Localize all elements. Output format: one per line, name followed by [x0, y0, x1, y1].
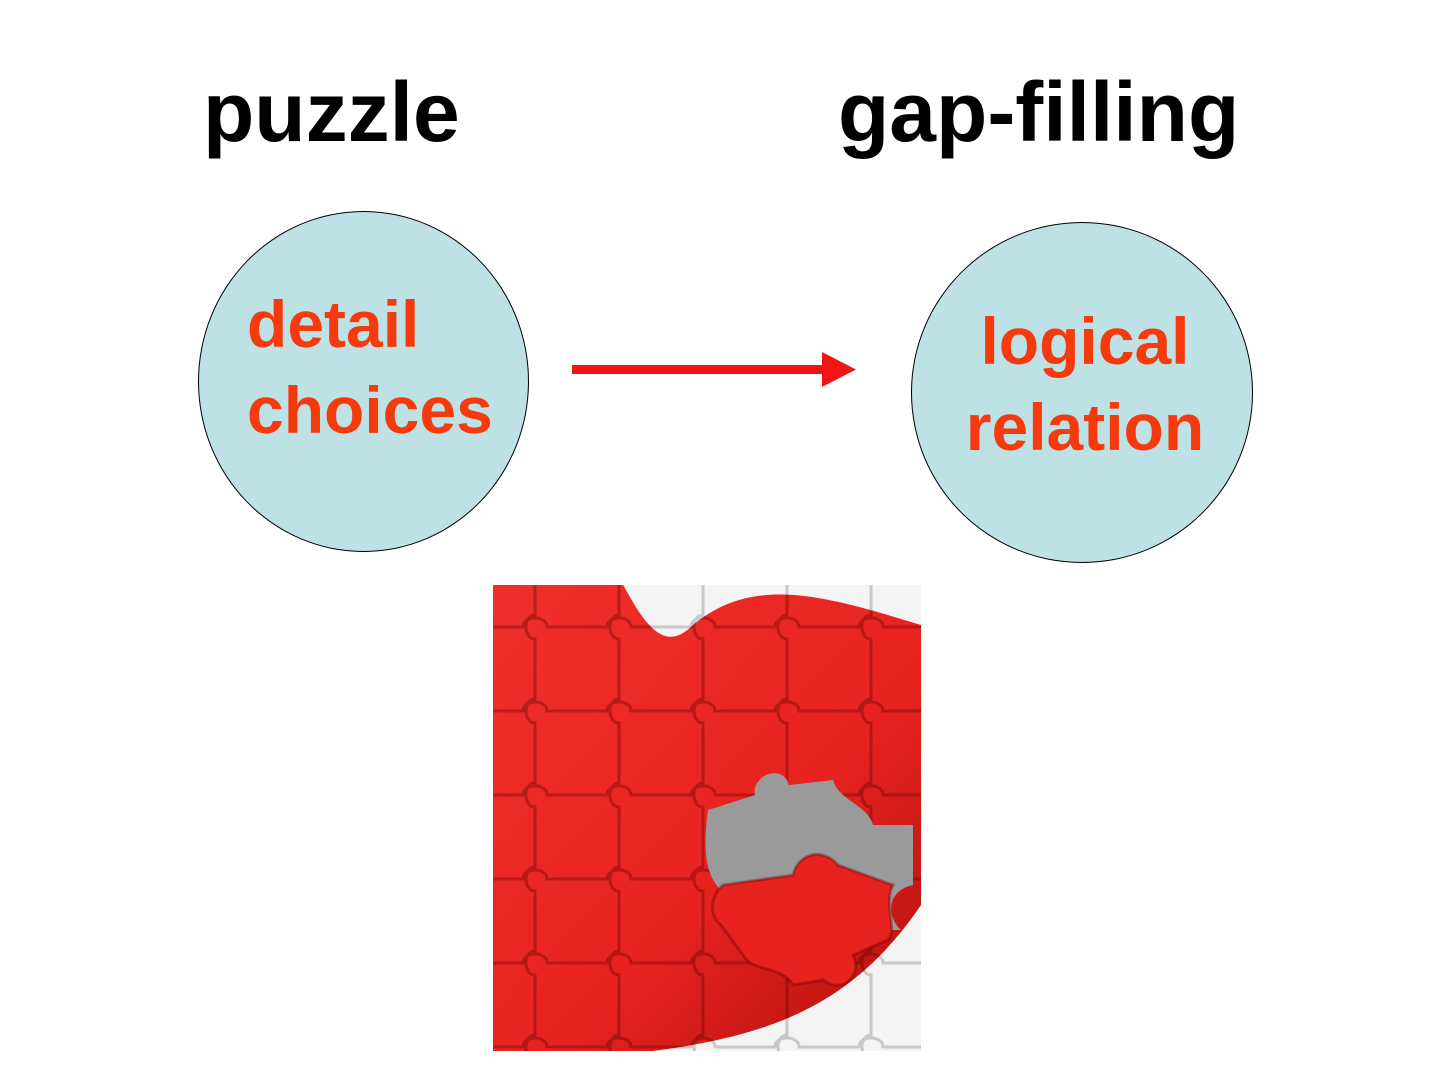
- heading-puzzle: puzzle: [203, 65, 460, 159]
- node-left-line2: choices: [247, 373, 493, 447]
- heading-gap-filling: gap-filling: [838, 65, 1240, 159]
- node-circle-left: [198, 211, 529, 552]
- node-left-label: detail choices: [247, 281, 493, 453]
- node-left-line1: detail: [247, 287, 420, 361]
- right-arrow-icon: [572, 352, 856, 387]
- node-right-line2: relation: [965, 390, 1205, 464]
- node-circle-right: [911, 222, 1253, 563]
- node-right-label: logical relation: [930, 298, 1240, 470]
- jigsaw-heart-image: [493, 585, 921, 1051]
- node-right-line1: logical: [980, 304, 1190, 378]
